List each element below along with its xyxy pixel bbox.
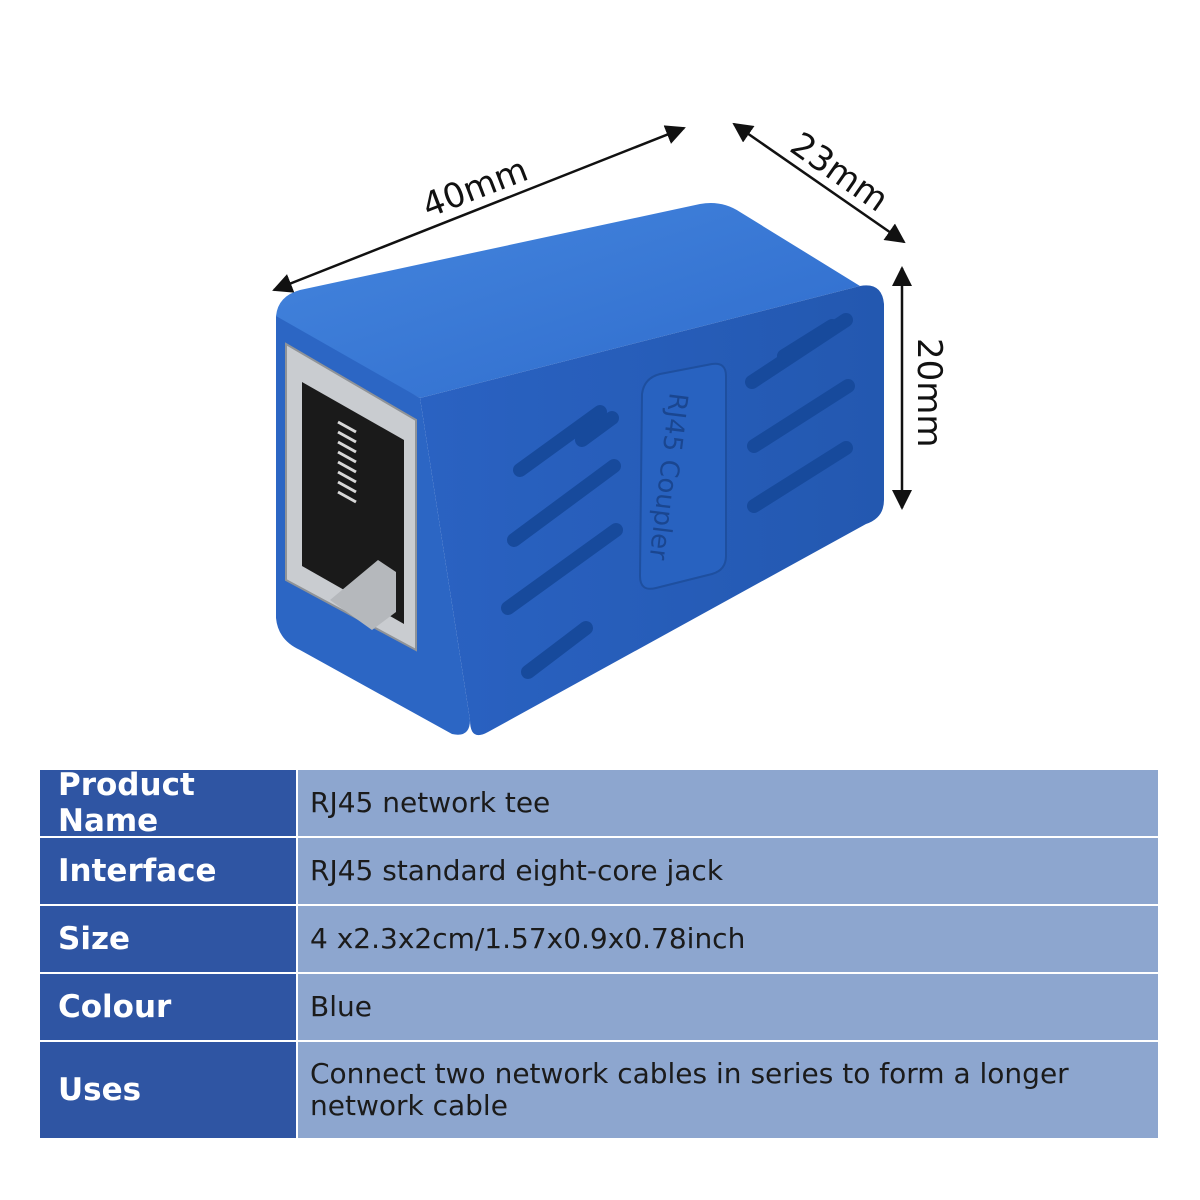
spec-value-product-name: RJ45 network tee	[298, 770, 1158, 836]
jack-latch	[330, 560, 396, 630]
height-label: 20mm	[909, 338, 949, 448]
spec-value-size: 4 x2.3x2cm/1.57x0.9x0.78inch	[298, 906, 1158, 972]
width-label: 23mm	[783, 125, 896, 221]
spec-label-uses: Uses	[40, 1042, 296, 1138]
product-figure: 40mm 23mm 20mm RJ45 Coupler	[272, 122, 949, 736]
spec-value-interface: RJ45 standard eight-core jack	[298, 838, 1158, 904]
rj45-coupler: RJ45 Coupler	[276, 203, 884, 736]
length-label: 40mm	[417, 150, 534, 227]
spec-label-size: Size	[40, 906, 296, 972]
grip-grooves	[501, 313, 855, 679]
spec-table: Product Name RJ45 network tee Interface …	[40, 767, 1158, 1140]
spec-label-interface: Interface	[40, 838, 296, 904]
width-arrow	[732, 122, 906, 244]
spec-value-colour: Blue	[298, 974, 1158, 1040]
spec-label-product-name: Product Name	[40, 767, 296, 839]
jack-contacts	[337, 420, 357, 504]
spec-label-colour: Colour	[40, 974, 296, 1040]
length-arrow	[272, 125, 686, 293]
coupler-label-plate: RJ45 Coupler	[638, 362, 727, 590]
spec-value-uses: Connect two network cables in series to …	[298, 1042, 1158, 1138]
